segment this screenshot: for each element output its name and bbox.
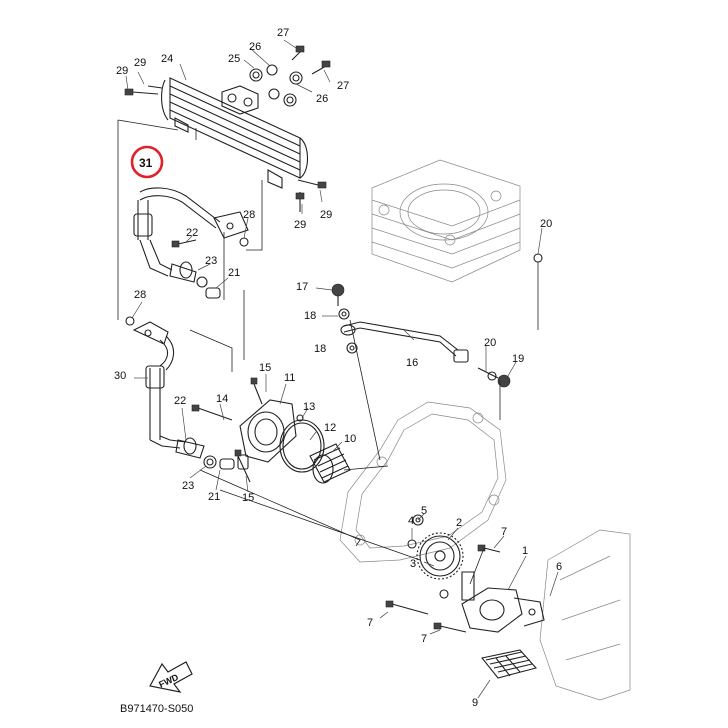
callout-3: 3 xyxy=(410,558,416,570)
callout-11: 11 xyxy=(284,372,295,384)
leader-lines xyxy=(117,39,559,699)
callout-2: 2 xyxy=(456,517,462,529)
callout-19: 19 xyxy=(512,353,524,365)
oil-pump-1 xyxy=(385,514,545,633)
oil-pump-gear-2 xyxy=(416,532,464,580)
callout-20-mid: 20 xyxy=(484,337,496,349)
callout-14: 14 xyxy=(216,393,228,405)
crankcase-ghost xyxy=(339,401,631,701)
filter-cover-11 xyxy=(234,377,297,483)
callout-1: 1 xyxy=(522,545,528,557)
callout-27-top: 27 xyxy=(277,27,289,39)
o-ring-12 xyxy=(279,414,325,473)
callout-4: 4 xyxy=(408,515,414,527)
callout-23-top: 23 xyxy=(205,255,217,267)
callout-7-right: 7 xyxy=(501,526,507,538)
callout-15-bottom: 15 xyxy=(242,492,254,504)
callout-7-bottom: 7 xyxy=(421,633,427,645)
callout-10: 10 xyxy=(344,433,356,445)
callout-29-right-b: 29 xyxy=(294,219,306,231)
callout-21-bottom: 21 xyxy=(208,491,220,503)
callout-30: 30 xyxy=(114,370,126,382)
cylinder-ghost xyxy=(371,159,521,283)
callout-29-left-a: 29 xyxy=(134,57,146,69)
callout-17: 17 xyxy=(296,281,308,293)
callout-12: 12 xyxy=(324,422,336,434)
callout-13: 13 xyxy=(303,401,315,413)
callout-labels: 27 26 25 24 29 29 26 27 31 28 29 29 22 2… xyxy=(114,27,562,709)
callout-9: 9 xyxy=(472,697,478,709)
diagram-code: B971470-S050 xyxy=(120,703,193,715)
callout-29-right-a: 29 xyxy=(320,209,332,221)
oil-pipe-31 xyxy=(133,187,249,283)
oil-cooler xyxy=(161,77,309,189)
callout-7-left: 7 xyxy=(367,617,373,629)
callout-23-bottom: 23 xyxy=(182,480,194,492)
callout-21-top: 21 xyxy=(228,267,240,279)
callout-18-bottom: 18 xyxy=(314,343,326,355)
small-fasteners xyxy=(125,237,249,470)
oil-strainer-9 xyxy=(481,649,538,679)
callout-28-left: 28 xyxy=(134,289,146,301)
callout-24: 24 xyxy=(161,53,173,65)
oil-line-16 xyxy=(331,253,543,388)
callout-15-top: 15 xyxy=(259,362,271,374)
highlight-ring xyxy=(130,145,164,179)
callout-29-left-b: 29 xyxy=(116,65,128,77)
callout-20-top: 20 xyxy=(540,218,552,230)
callout-16: 16 xyxy=(406,357,418,369)
callout-31: 31 xyxy=(139,156,153,170)
callout-6: 6 xyxy=(556,561,562,573)
oil-pipe-30 xyxy=(132,321,205,459)
callout-18-top: 18 xyxy=(304,310,316,322)
callout-26-right: 26 xyxy=(316,93,328,105)
fwd-arrow: FWD xyxy=(149,661,193,693)
callout-26-top: 26 xyxy=(249,41,261,53)
callout-28-top: 28 xyxy=(243,209,255,221)
callout-22-mid: 22 xyxy=(174,395,186,407)
callout-27-right: 27 xyxy=(337,80,349,92)
oil-filter-10 xyxy=(309,443,351,484)
callout-22-top: 22 xyxy=(186,227,198,239)
callout-25: 25 xyxy=(228,53,240,65)
callout-5: 5 xyxy=(421,505,427,517)
